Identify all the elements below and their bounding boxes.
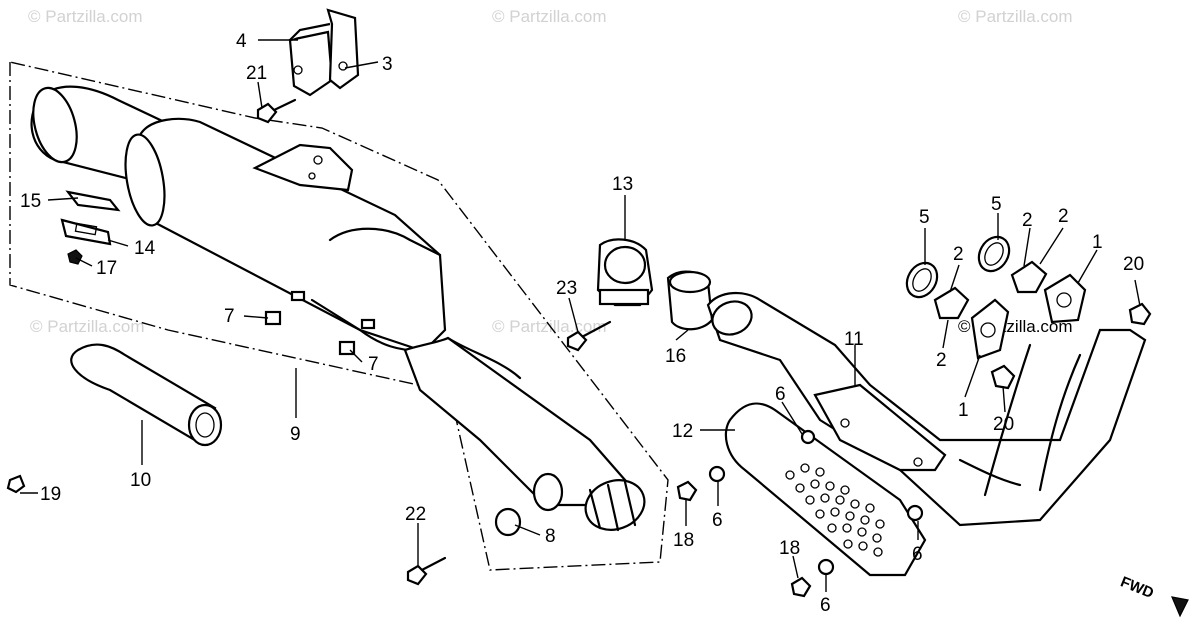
callout-7: 7: [224, 306, 235, 327]
bolt-18: [790, 576, 812, 598]
hanger-brackets: [288, 8, 360, 97]
callouts: 4 3 21 15 14 17 7 7 9 10 8 22 19 13 23 1…: [20, 31, 1144, 616]
callout-7: 7: [368, 354, 379, 375]
tube-10: [70, 343, 223, 447]
callout-6: 6: [912, 544, 923, 565]
callout-4: 4: [236, 31, 247, 52]
washer-6: [906, 504, 924, 522]
forward-arrow: FWD: [1118, 573, 1189, 618]
washer-6: [708, 465, 726, 483]
watermark: © Partzilla.com: [958, 7, 1073, 26]
callout-5: 5: [991, 194, 1002, 215]
clamp-13: [596, 238, 654, 307]
nut-20: [1128, 302, 1152, 326]
callout-16: 16: [665, 346, 686, 367]
grommet-8: [494, 507, 522, 537]
flange-1: [970, 273, 1087, 360]
callout-18: 18: [779, 538, 800, 559]
heat-shield-12: [724, 402, 927, 577]
watermarks: © Partzilla.com © Partzilla.com © Partzi…: [28, 7, 1073, 336]
callout-6: 6: [820, 595, 831, 616]
rubber-7: [264, 310, 282, 326]
callout-23: 23: [556, 278, 577, 299]
muffler-assembly-outline: [9, 61, 669, 571]
gasket-16: [666, 270, 714, 331]
fwd-label: FWD: [1118, 573, 1156, 602]
gasket-5: [905, 261, 939, 299]
exhaust-pipe-11: [706, 292, 1147, 527]
callout-1: 1: [958, 400, 969, 421]
screw-19: [6, 474, 26, 494]
callout-18: 18: [673, 530, 694, 551]
bolt-22: [406, 556, 447, 586]
callout-14: 14: [134, 238, 156, 259]
callout-17: 17: [96, 258, 117, 279]
callout-3: 3: [382, 54, 393, 75]
callout-8: 8: [545, 526, 556, 547]
callout-2: 2: [1022, 210, 1033, 231]
bolt-21: [256, 98, 297, 124]
callout-2: 2: [1058, 206, 1069, 227]
callout-21: 21: [246, 63, 267, 84]
callout-11: 11: [844, 329, 864, 350]
callout-2: 2: [936, 350, 947, 371]
bolt-18: [676, 480, 698, 502]
collar-2: [933, 260, 1048, 320]
callout-20: 20: [993, 414, 1014, 435]
callout-13: 13: [612, 174, 633, 195]
leader-lines: [20, 39, 1141, 592]
callout-22: 22: [405, 504, 426, 525]
washer-6: [817, 558, 835, 576]
callout-20: 20: [1123, 254, 1144, 275]
watermark: © Partzilla.com: [492, 7, 607, 26]
callout-2: 2: [953, 244, 964, 265]
callout-19: 19: [40, 484, 61, 505]
washer-6: [800, 429, 816, 445]
bolt-23: [566, 320, 612, 352]
watermark: © Partzilla.com: [28, 7, 143, 26]
plates-15-14: [60, 190, 121, 265]
callout-5: 5: [919, 207, 930, 228]
callout-12: 12: [672, 421, 693, 442]
muffler: [30, 85, 646, 532]
gasket-5: [977, 235, 1011, 273]
nut-20: [990, 364, 1016, 390]
callout-6: 6: [712, 510, 723, 531]
callout-9: 9: [290, 424, 301, 445]
watermark: © Partzilla.com: [30, 317, 145, 336]
callout-6: 6: [775, 384, 786, 405]
callout-10: 10: [130, 470, 151, 491]
callout-1: 1: [1092, 232, 1103, 253]
callout-15: 15: [20, 191, 41, 212]
